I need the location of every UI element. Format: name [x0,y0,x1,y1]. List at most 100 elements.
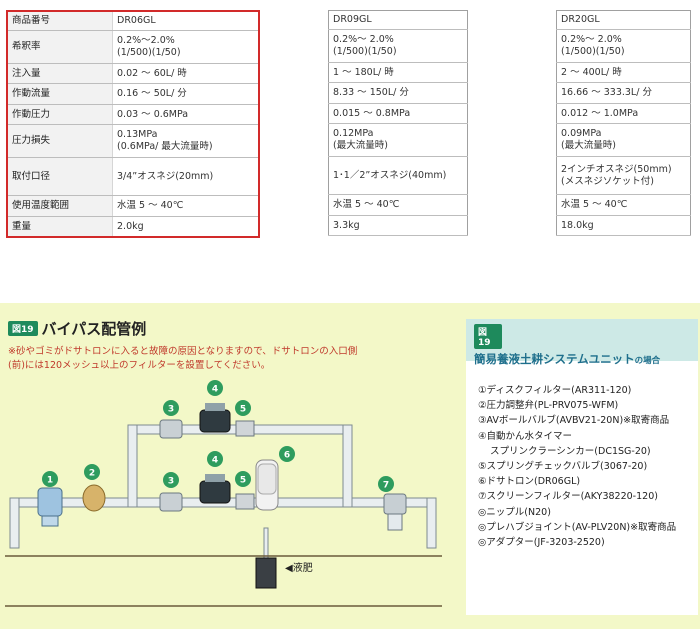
disc-filter [37,487,63,527]
list-item: ③AVボールバルブ(AVBV21-20N)※取寄商品 [478,415,670,427]
spec-value: 0.2%～ 2.0%(1/500)(1/50) [328,29,468,63]
svg-text:4: 4 [212,456,218,466]
spec-value: 2.0kg [112,216,259,238]
table-row: 0.12MPa(最大流量時) [328,123,468,157]
figure-badge: 図19 [8,321,38,336]
table-row: 1･1／2”オスネジ(40mm) [328,156,468,195]
spec-label: 注入量 [7,63,113,84]
spec-label: 重量 [7,216,113,238]
marker-1: 1 [42,471,58,487]
spec-value: 水温 5 ～ 40℃ [328,194,468,216]
spec-value-line: (0.6MPa/ 最大流量時) [117,141,213,152]
spec-value-line: (1/500)(1/50) [561,46,625,57]
list-item: ⑦スクリーンフィルター(AKY38220-120) [478,491,658,503]
spec-value: 0.12MPa(最大流量時) [328,123,468,157]
spec-value-line: 0.09MPa [561,128,602,140]
marker-5-main: 5 [235,471,251,487]
spec-value: 水温 5 ～ 40℃ [112,195,259,217]
bypass-left-riser [127,424,138,508]
system-unit-header: 図19 簡易養液土耕システムユニットの場合 [466,319,698,366]
bypass-right-riser [342,424,353,508]
spec-value: 0.015 ～ 0.8MPa [328,103,468,124]
marker-5-bypass: 5 [235,400,251,416]
table-row: DR09GL [328,10,468,30]
filter-warning-note: ※砂やゴミがドサトロンに入ると故障の原因となりますので、ドサトロンの入口側(前)… [8,346,358,371]
marker-7: 7 [378,476,394,492]
spec-value: 0.02 ～ 60L/ 時 [112,63,259,84]
system-unit-title: 簡易養液土耕システムユニットの場合 [474,351,690,367]
spec-value: 16.66 ～ 333.3L/ 分 [556,82,691,104]
list-item: ④自動かん水タイマー [478,430,573,442]
svg-text:1: 1 [47,476,53,486]
section-title-text: バイパス配管例 [41,320,147,338]
figure-badge: 図19 [474,324,502,349]
ball-valve-bypass [159,419,183,439]
spec-value-line: 0.12MPa [333,128,374,140]
spec-value: 水温 5 ～ 40℃ [556,194,691,216]
screen-filter [383,493,407,531]
pressure-regulator [82,484,106,512]
liquid-fertilizer-label: ◀液肥 [285,561,313,574]
spec-value-line: (メスネジソケット付) [561,175,654,187]
table-row: 2 ～ 400L/ 時 [556,62,691,83]
marker-3-main: 3 [163,472,179,488]
table-row: 2インチオスネジ(50mm)(メスネジソケット付) [556,156,691,195]
dosatron-pump [255,459,279,511]
check-valve-main [235,493,255,510]
component-list: ①ディスクフィルター(AR311-120) ②圧力調整弁(PL-PRV075-W… [466,361,698,550]
ball-valve-main [159,492,183,512]
spec-value: 0.16 ～ 50L/ 分 [112,83,259,105]
spec-table-dr09gl: DR09GL 0.2%～ 2.0%(1/500)(1/50) 1 ～ 180L/… [328,10,468,236]
spec-value: 0.2%～ 2.0%(1/500)(1/50) [556,29,691,63]
table-row: 8.33 ～ 150L/ 分 [328,82,468,104]
spec-value: 3.3kg [328,215,468,236]
spec-label: 使用温度範囲 [7,195,113,217]
list-item: ◎プレハブジョイント(AV-PLV20N)※取寄商品 [478,521,677,533]
table-row: 水温 5 ～ 40℃ [556,194,691,216]
marker-2: 2 [84,464,100,480]
spec-value-line: 0.2%～ 2.0% [561,34,622,46]
marker-3-bypass: 3 [163,400,179,416]
svg-text:7: 7 [383,481,389,491]
spec-value: 1･1／2”オスネジ(40mm) [328,156,468,195]
spec-value-line: 0.2%～2.0% [117,35,175,47]
table-row: 0.012 ～ 1.0MPa [556,103,691,124]
spec-value-line: 0.2%～ 2.0% [333,34,394,46]
marker-6: 6 [279,446,295,462]
spec-value: 8.33 ～ 150L/ 分 [328,82,468,104]
table-row: DR20GL [556,10,691,30]
spec-value-line: 2インチオスネジ(50mm) [561,163,672,175]
svg-text:5: 5 [240,476,246,486]
system-unit-panel: 図19 簡易養液土耕システムユニットの場合 ①ディスクフィルター(AR311-1… [466,319,698,615]
ground-lines [5,555,442,607]
list-item: ②圧力調整弁(PL-PRV075-WFM) [478,400,619,412]
table-row: 0.09MPa(最大流量時) [556,123,691,157]
bypass-piping-diagram: ◀液肥 1 2 3 3 4 4 5 5 6 7 [5,380,442,607]
table-row: 使用温度範囲水温 5 ～ 40℃ [7,195,259,217]
list-item: スプリンクラーシンカー(DC1SG-20) [490,445,651,457]
liquid-fertilizer-container [255,557,277,589]
system-unit-title-suffix: の場合 [634,356,661,366]
table-row: 1 ～ 180L/ 時 [328,62,468,83]
list-item: ⑥ドサトロン(DR06GL) [478,476,581,488]
table-row: 0.2%～ 2.0%(1/500)(1/50) [556,29,691,63]
svg-text:5: 5 [240,405,246,415]
list-item: ①ディスクフィルター(AR311-120) [478,385,632,396]
spec-value-line: (1/500)(1/50) [117,47,181,58]
spec-value: 1 ～ 180L/ 時 [328,62,468,83]
spec-value: DR06GL [112,11,259,31]
spec-value: 0.012 ～ 1.0MPa [556,103,691,124]
svg-text:2: 2 [89,469,95,479]
table-row: 水温 5 ～ 40℃ [328,194,468,216]
spec-value: DR20GL [556,10,691,30]
list-item: ⑤スプリングチェックバルブ(3067-20) [478,461,648,473]
svg-text:6: 6 [284,451,290,461]
spec-value: 0.09MPa(最大流量時) [556,123,691,157]
timer-bypass [199,403,231,433]
